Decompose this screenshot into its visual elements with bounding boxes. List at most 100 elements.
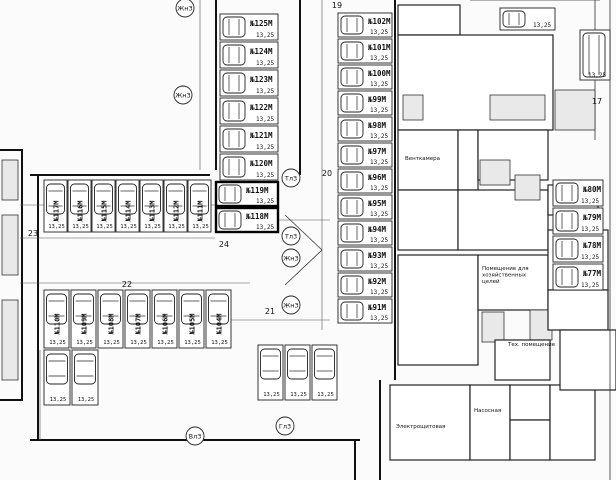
space-area: 13,25 (370, 81, 388, 88)
space-area: 13,25 (48, 224, 65, 230)
parking-space-unnumbered: 13,25 (71, 349, 99, 406)
space-area: 13,25 (370, 237, 388, 244)
core-marker: Жн3 (281, 295, 301, 315)
core-marker: Жн3 (281, 248, 301, 268)
car-symbol (340, 145, 364, 165)
parking-space: №121М 13,25 (219, 125, 279, 153)
space-area: 13,25 (144, 224, 161, 230)
space-area: 13,25 (130, 340, 147, 346)
car-symbol (127, 293, 148, 325)
parking-space: №98М 13,25 (337, 116, 393, 142)
car-symbol (222, 100, 246, 122)
car-symbol (555, 182, 579, 204)
core-label: Гл3 (279, 423, 291, 431)
space-area: 13,25 (370, 159, 388, 166)
car-symbol (218, 184, 242, 204)
core-marker: Жн3 (173, 85, 193, 105)
room-label: Тех. помещение (507, 342, 556, 348)
core-marker: Вл3 (185, 426, 205, 446)
car-symbol (46, 353, 68, 385)
parking-space: №111М 13,25 (187, 179, 212, 233)
space-number: №101М (367, 43, 391, 52)
space-number: №111М (197, 200, 205, 222)
core-label: Жн3 (175, 92, 190, 100)
space-area: 13,25 (256, 88, 274, 95)
core-label: Тл3 (284, 175, 297, 183)
space-area: 13,25 (370, 133, 388, 140)
space-area: 13,25 (370, 185, 388, 192)
space-area: 13,25 (256, 172, 274, 179)
car-symbol (222, 128, 246, 150)
space-area: 13,25 (78, 397, 95, 403)
axis-label: 17 (592, 97, 602, 106)
car-symbol (340, 301, 364, 321)
parking-spaces: №125М13,25№124М13,25№123М13,25№122М13,25… (43, 7, 611, 406)
space-area: 13,25 (184, 340, 201, 346)
space-number: №98М (367, 121, 387, 130)
parking-space-unnumbered: 13,25 (43, 349, 71, 406)
space-number: №123М (249, 75, 273, 84)
parking-space-unnumbered: 13,25 (499, 7, 556, 31)
core-marker: Тл3 (281, 168, 301, 188)
space-area: 13,25 (256, 144, 274, 151)
space-area: 13,25 (263, 392, 280, 398)
space-number: №120М (249, 159, 273, 168)
car-symbol (100, 293, 121, 325)
parking-space: №101М 13,25 (337, 38, 393, 64)
car-symbol (166, 183, 185, 215)
axis-marker: 24 (219, 240, 229, 249)
space-area: 13,25 (370, 211, 388, 218)
space-number: №107М (135, 313, 143, 335)
parking-space: №123М 13,25 (219, 69, 279, 97)
space-number: №121М (249, 131, 273, 140)
axis-label: 24 (219, 240, 229, 249)
car-symbol (154, 293, 175, 325)
space-number: №96М (367, 173, 387, 182)
core-marker: Гл3 (275, 416, 295, 436)
car-symbol (340, 41, 364, 61)
core-marker: Жн3 (175, 0, 195, 18)
space-area: 13,25 (192, 224, 209, 230)
space-area: 13,25 (370, 55, 388, 62)
space-area: 13,25 (72, 224, 89, 230)
car-symbol (46, 293, 67, 325)
space-number: №77М (582, 269, 602, 278)
core-label: Жн3 (177, 5, 192, 13)
space-area: 13,25 (120, 224, 137, 230)
space-area: 13,25 (256, 224, 274, 231)
space-area: 13,25 (588, 72, 606, 79)
parking-space-unnumbered: 13,25 (284, 344, 311, 401)
car-symbol (340, 223, 364, 243)
car-symbol (340, 249, 364, 269)
car-symbol (222, 16, 246, 38)
space-number: №119М (245, 186, 269, 195)
room-label: Электрощитовая (396, 424, 445, 430)
space-area: 13,25 (256, 60, 274, 67)
car-symbol (222, 156, 246, 178)
space-number: №102М (367, 17, 391, 26)
car-symbol (502, 10, 526, 28)
axis-marker: 17 (592, 97, 602, 106)
space-number: №122М (249, 103, 273, 112)
core-label: Вл3 (189, 433, 202, 441)
